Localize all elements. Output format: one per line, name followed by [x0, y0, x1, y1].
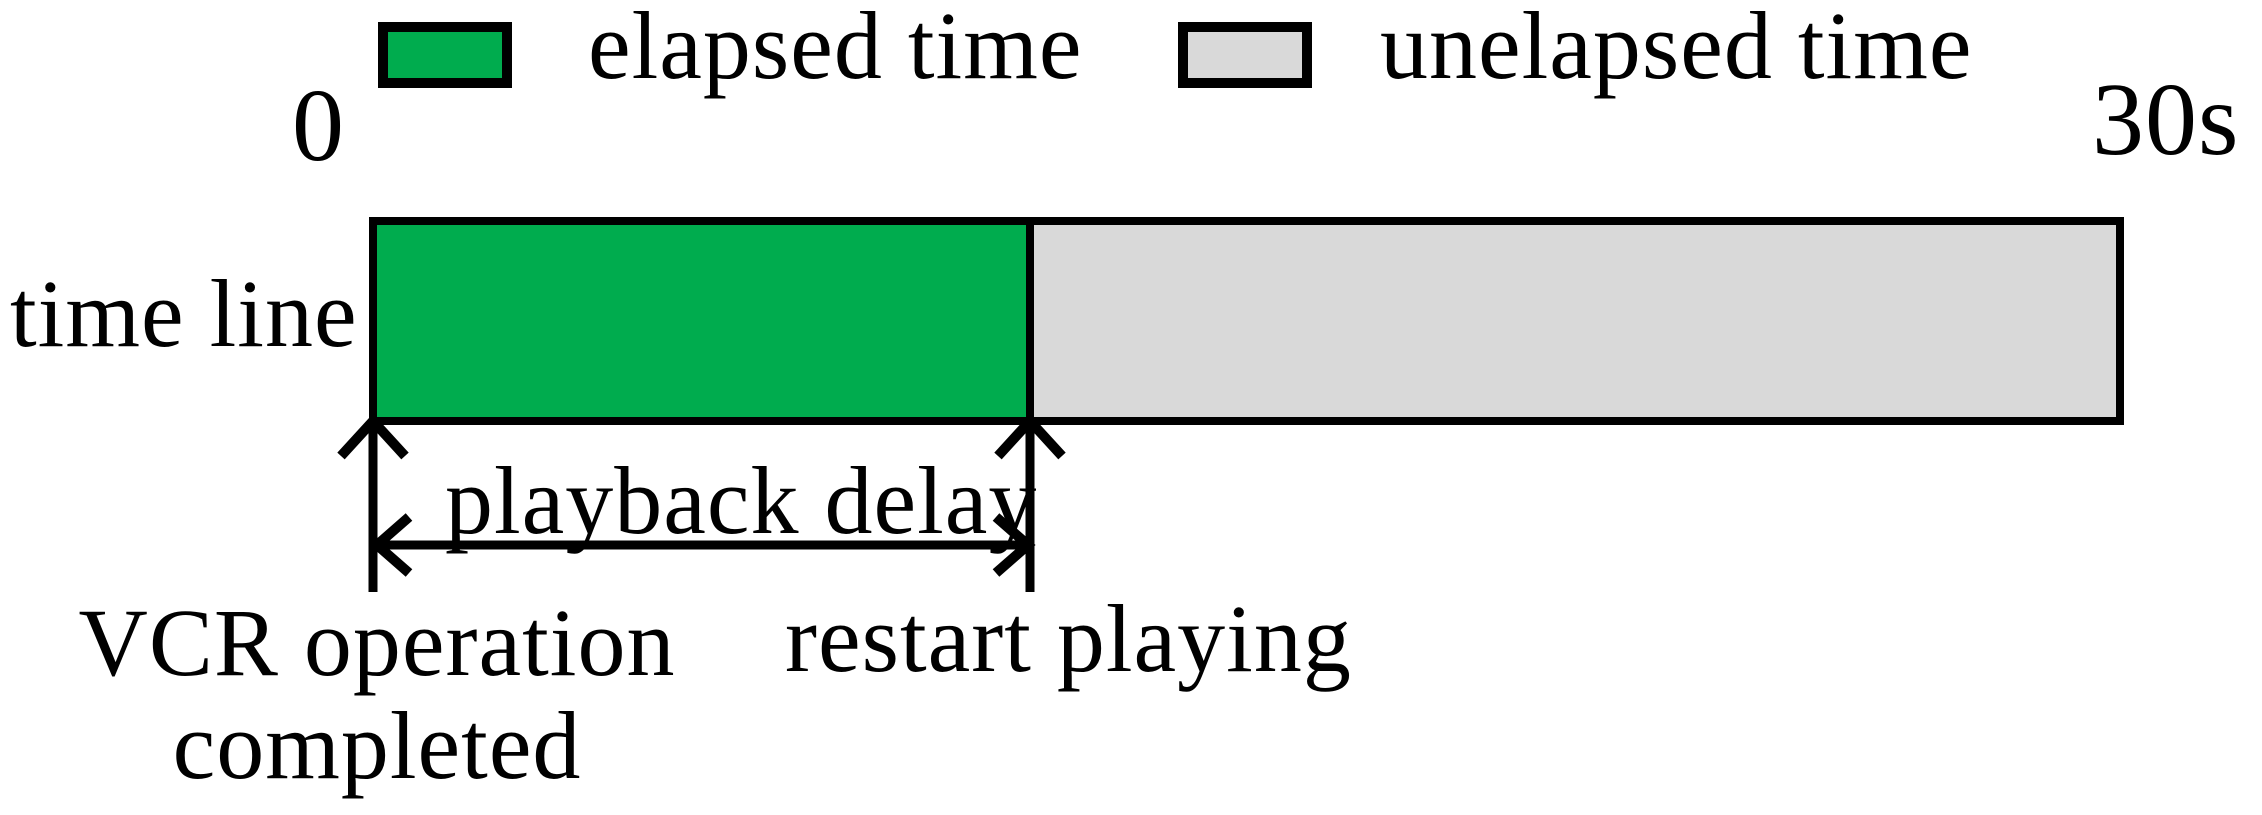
elapsed-time-swatch-icon: [378, 22, 512, 88]
start-event-label-line1: VCR operation: [78, 589, 676, 696]
start-event-arrow-icon: [337, 413, 409, 592]
unelapsed-segment: [1033, 225, 2116, 417]
axis-tick-end: 30s: [2092, 62, 2240, 177]
legend-label-unelapsed: unelapsed time: [1380, 0, 1973, 99]
end-event-label: restart playing: [785, 585, 1352, 692]
legend-label-elapsed: elapsed time: [588, 0, 1083, 99]
timeline-label: time line: [10, 260, 358, 367]
elapsed-segment: [377, 225, 1026, 417]
timeline-bar: [369, 217, 2124, 425]
segment-divider: [1025, 225, 1034, 417]
start-event-label: VCR operation completed: [60, 591, 694, 797]
axis-tick-start: 0: [292, 68, 345, 183]
playback-delay-label: playback delay: [445, 447, 1038, 554]
start-event-label-line2: completed: [172, 692, 582, 799]
unelapsed-time-swatch-icon: [1178, 22, 1312, 88]
